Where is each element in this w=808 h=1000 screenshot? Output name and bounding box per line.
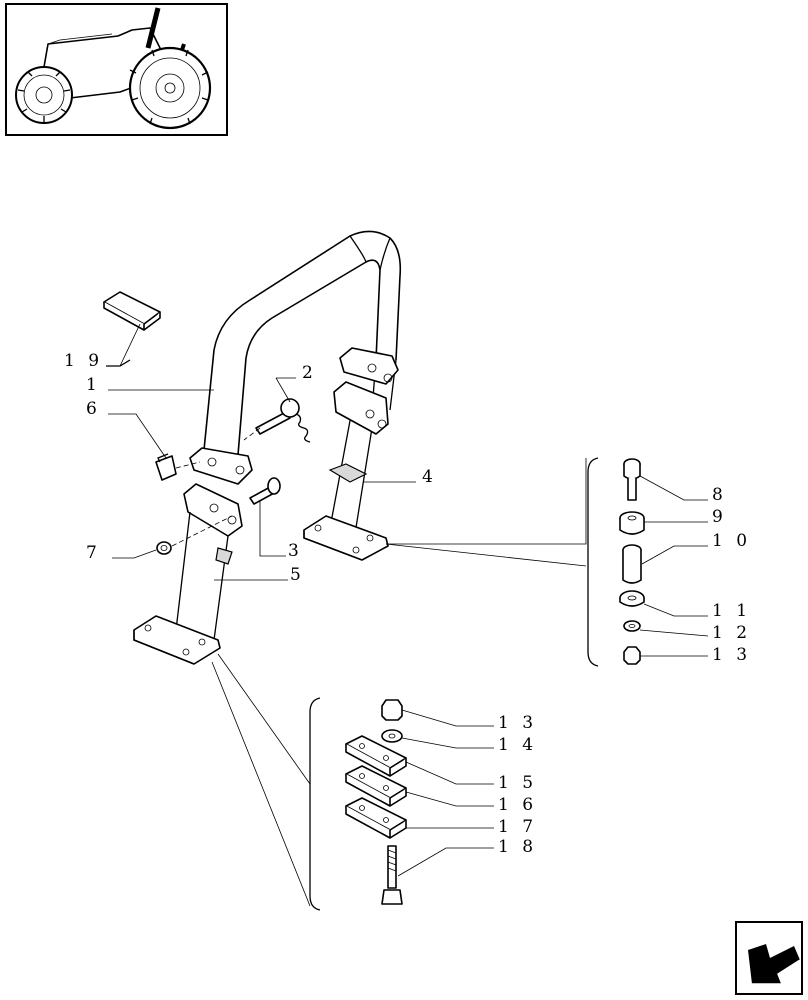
label-pad-part [103, 291, 161, 331]
right-mount-fastener-stack [587, 457, 645, 667]
nut-part [156, 541, 172, 555]
callout-15: 1 5 [498, 773, 537, 793]
bottom-mount-fastener-stack [309, 697, 407, 911]
right-leg-part [303, 463, 389, 561]
callout-19: 1 9 [64, 351, 103, 371]
callout-labels: 1 9 1 6 2 4 3 5 7 8 9 1 0 1 1 1 2 1 3 1 … [64, 351, 751, 857]
callout-10: 1 0 [712, 531, 751, 551]
callout-13-right: 1 3 [712, 645, 751, 665]
callout-12: 1 2 [712, 623, 751, 643]
clip-part [155, 453, 177, 481]
callout-13-bottom: 1 3 [498, 713, 537, 733]
callout-18: 1 8 [498, 837, 537, 857]
callout-1: 1 [86, 375, 101, 395]
callout-17: 1 7 [498, 817, 537, 837]
callout-8: 8 [712, 485, 727, 505]
back-arrow-icon[interactable] [735, 921, 803, 995]
leader-lines [106, 323, 709, 877]
callout-11: 1 1 [712, 601, 751, 621]
callout-3: 3 [288, 541, 303, 561]
bolt-part [249, 477, 281, 505]
pin-with-spring-part [255, 398, 311, 443]
callout-14: 1 4 [498, 735, 537, 755]
callout-4: 4 [422, 467, 437, 487]
roll-bar-frame-part [203, 230, 402, 541]
callout-5: 5 [290, 565, 305, 585]
callout-2: 2 [302, 363, 317, 383]
right-upper-bracket-part [339, 347, 399, 385]
left-upper-bracket-part [189, 447, 253, 485]
left-lower-bracket-part [183, 483, 243, 537]
callout-16: 1 6 [498, 795, 537, 815]
callout-6: 6 [86, 399, 101, 419]
callout-7: 7 [86, 543, 101, 563]
tractor-thumbnail-icon[interactable] [5, 3, 228, 136]
left-leg-part [133, 511, 233, 665]
right-lower-bracket-part [333, 381, 389, 435]
callout-9: 9 [712, 507, 727, 527]
